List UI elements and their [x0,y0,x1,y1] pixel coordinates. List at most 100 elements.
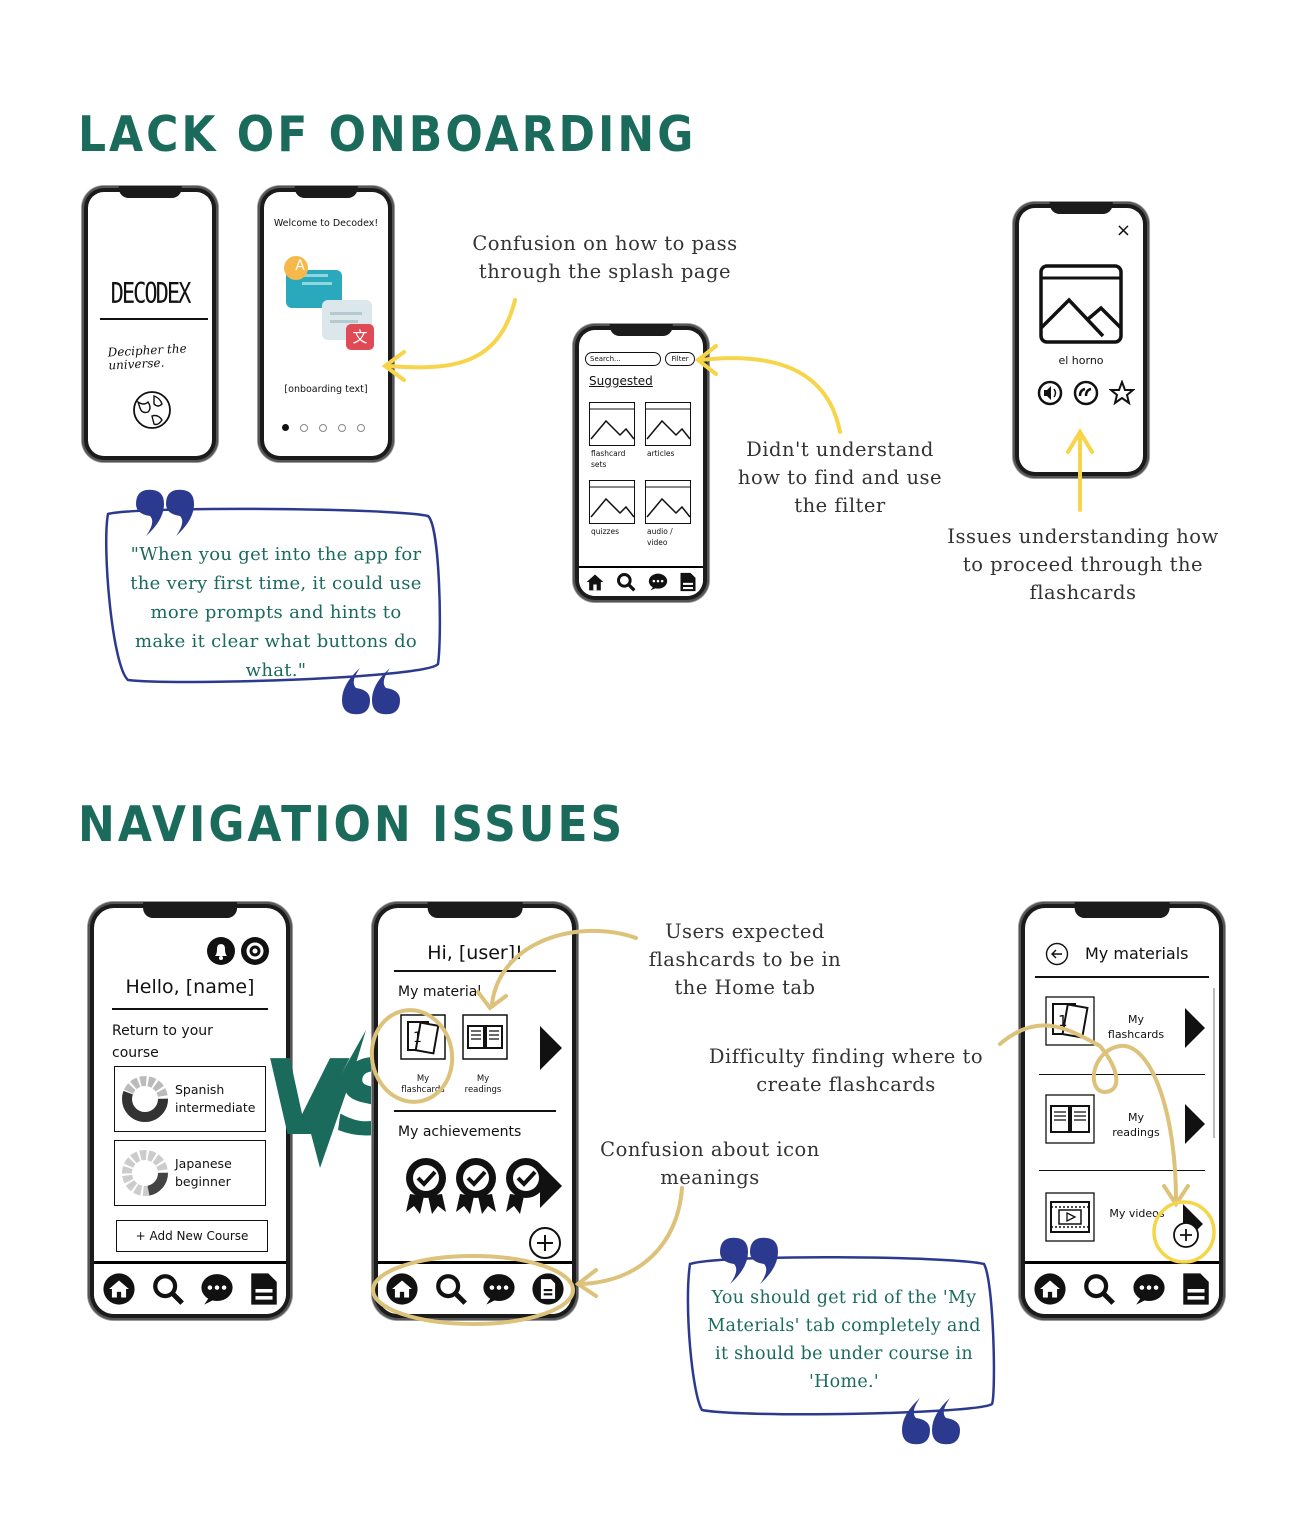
tile-label: audio / video [647,527,673,547]
document-icon[interactable] [249,1272,279,1306]
image-placeholder-icon[interactable] [589,402,635,446]
badge-icons [406,1158,546,1214]
home-phone-a: Hello, [name] Return to your course Span… [88,902,292,1320]
bottom-nav [579,566,703,596]
settings-gear-icon[interactable] [240,936,270,966]
chevron-right-icon[interactable] [1183,1008,1205,1048]
home-icon[interactable] [385,1272,419,1306]
splash-phone: DECODEX Decipher the universe. [82,186,218,462]
home-icon[interactable] [585,572,605,592]
greeting: Hi, [user]! [427,942,523,964]
tile-label: quizzes [591,527,619,536]
splash-logo: DECODEX [110,278,192,311]
flashcards-icon[interactable]: 1 [400,1014,446,1060]
course-card-japanese[interactable]: Japanese beginner [114,1140,266,1206]
quote-icon[interactable] [1073,380,1099,406]
chat-icon[interactable] [1132,1272,1166,1306]
svg-text:1: 1 [413,1030,422,1046]
add-course-button[interactable]: + Add New Course [116,1220,268,1252]
image-placeholder-icon[interactable] [645,480,691,524]
bottom-nav [1025,1261,1219,1314]
progress-ring-icon [122,1150,168,1196]
annotation-flashcards: Issues understanding how to proceed thro… [947,525,1219,604]
page-title: My materials [1085,944,1189,963]
home-icon[interactable] [1033,1272,1067,1306]
search-input[interactable]: Search... [585,352,661,366]
annotation-icons: Confusion about icon meanings [600,1138,820,1189]
add-circle-icon[interactable] [528,1226,562,1260]
scrollbar[interactable] [1213,988,1215,1138]
flashcards-icon[interactable]: 1 [1045,996,1095,1046]
course-name: Spanish intermediate [175,1082,256,1115]
onboarding-quote: "When you get into the app for the very … [130,544,422,681]
letter-a-icon: A [295,258,305,274]
image-placeholder-icon [1039,264,1123,344]
annotation-arrows [381,298,1094,512]
materials-label: My material [398,984,482,1000]
speaker-icon[interactable] [1037,380,1063,406]
suggested-label: Suggested [589,374,653,388]
image-placeholder-icon[interactable] [589,480,635,524]
readings-book-icon[interactable] [1045,1094,1095,1144]
notification-bell-icon[interactable] [206,936,236,966]
svg-text:1: 1 [1058,1012,1068,1030]
material-item-label: My flashcards [1107,1013,1165,1041]
annotation-circles [369,928,1216,1326]
material-item-label: My readings [1112,1111,1160,1139]
close-icon[interactable]: × [1115,220,1131,241]
star-icon[interactable] [1109,380,1135,406]
search-phone: Search... Filter Suggested flashcard set… [573,324,709,602]
annotation-filter: Didn't understand how to find and use th… [737,438,943,517]
document-icon[interactable] [679,572,697,592]
material-item-label: My videos [1109,1207,1165,1220]
chat-icon[interactable] [648,572,668,592]
onboarding-section-title: LACK OF ONBOARDING [78,106,697,164]
video-icon[interactable] [1045,1192,1095,1242]
welcome-title: Welcome to Decodex! [273,218,379,229]
materials-phone: My materials 1 My flashcards My readings… [1019,902,1225,1320]
course-card-spanish[interactable]: Spanish intermediate [114,1066,266,1132]
filter-button[interactable]: Filter [665,352,695,366]
annotation-create: Difficulty finding where to create flash… [708,1045,984,1096]
chat-icon[interactable] [482,1272,516,1306]
chinese-char-icon: 文 [352,328,368,346]
back-arrow-icon[interactable] [1045,942,1069,966]
add-circle-icon[interactable] [1171,1220,1201,1250]
annotation-home-tab: Users expected flashcards to be in the H… [648,920,842,999]
flashcard-word: el horno [1058,354,1104,367]
home-phone-b: Hi, [user]! My material 1 My flashcards … [372,902,578,1320]
bottom-nav [378,1261,572,1314]
search-icon[interactable] [434,1272,468,1306]
material-label: My readings [464,1074,502,1095]
quote-bubble [104,489,442,715]
annotation-splash: Confusion on how to pass through the spl… [472,232,738,283]
navigation-section-title: NAVIGATION ISSUES [78,796,626,854]
search-icon[interactable] [616,572,636,592]
translate-illustration [284,256,374,350]
vs-graphic: VS [255,1030,412,1170]
chevron-right-icon[interactable] [538,1026,562,1070]
bottom-nav [94,1261,286,1314]
search-icon[interactable] [151,1272,185,1306]
quote-bubble [686,1237,996,1445]
chevron-right-icon[interactable] [1183,1104,1205,1144]
chat-icon[interactable] [200,1272,234,1306]
navigation-quote: You should get rid of the 'My Materials'… [707,1288,981,1392]
tile-label: articles [647,449,675,458]
chevron-right-icon[interactable] [538,1164,562,1208]
achievements-label: My achievements [398,1124,522,1140]
pagination-dots[interactable] [282,424,365,432]
image-placeholder-icon[interactable] [645,402,691,446]
progress-ring-icon [122,1076,168,1122]
document-icon[interactable] [1181,1272,1211,1306]
globe-icon [133,391,171,429]
material-label: My flashcards [401,1074,445,1095]
onboarding-text: [onboarding text] [284,384,368,395]
course-name: Japanese beginner [175,1156,232,1189]
home-icon[interactable] [102,1272,136,1306]
document-icon[interactable] [531,1272,565,1306]
search-icon[interactable] [1082,1272,1116,1306]
welcome-phone: Welcome to Decodex! A 文 [onboarding text… [258,186,394,462]
return-course-label: Return to your course [112,1023,213,1061]
readings-book-icon[interactable] [462,1014,508,1060]
